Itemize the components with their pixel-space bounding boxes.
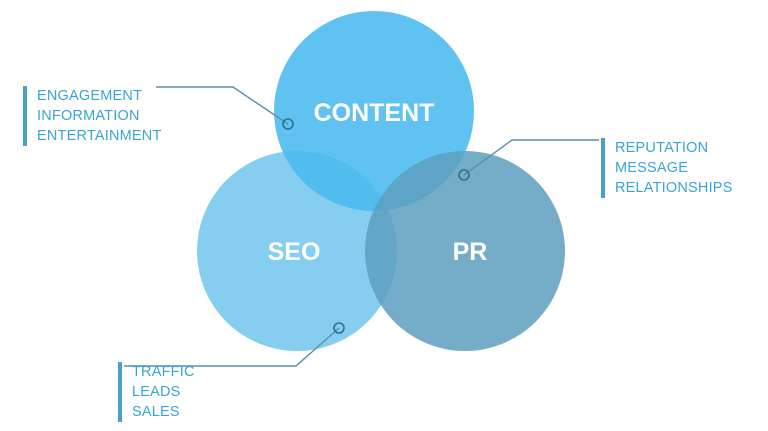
pr-callout-item-2: MESSAGE xyxy=(615,160,689,176)
content-callout: ENGAGEMENT INFORMATION ENTERTAINMENT xyxy=(23,86,162,146)
content-circle-label: CONTENT xyxy=(314,99,435,127)
seo-callout-item-3: SALES xyxy=(132,404,180,420)
seo-callout: TRAFFIC LEADS SALES xyxy=(118,362,195,422)
content-callout-item-3: ENTERTAINMENT xyxy=(37,128,162,144)
content-connector-line xyxy=(156,86,289,125)
seo-circle-label: SEO xyxy=(268,238,321,266)
pr-callout-item-3: RELATIONSHIPS xyxy=(615,180,733,196)
content-callout-item-1: ENGAGEMENT xyxy=(37,88,143,104)
pr-circle-label: PR xyxy=(453,238,488,266)
pr-callout: REPUTATION MESSAGE RELATIONSHIPS xyxy=(601,138,733,198)
seo-connector-line xyxy=(124,327,340,367)
pr-callout-item-1: REPUTATION xyxy=(615,140,709,156)
pr-connector-dot xyxy=(458,169,470,181)
seo-callout-item-1: TRAFFIC xyxy=(132,364,195,380)
pr-connector-line xyxy=(463,139,599,176)
content-connector-dot xyxy=(282,118,294,130)
content-callout-item-2: INFORMATION xyxy=(37,108,140,124)
seo-callout-item-2: LEADS xyxy=(132,384,181,400)
seo-connector-dot xyxy=(333,322,345,334)
pr-circle xyxy=(365,151,565,351)
